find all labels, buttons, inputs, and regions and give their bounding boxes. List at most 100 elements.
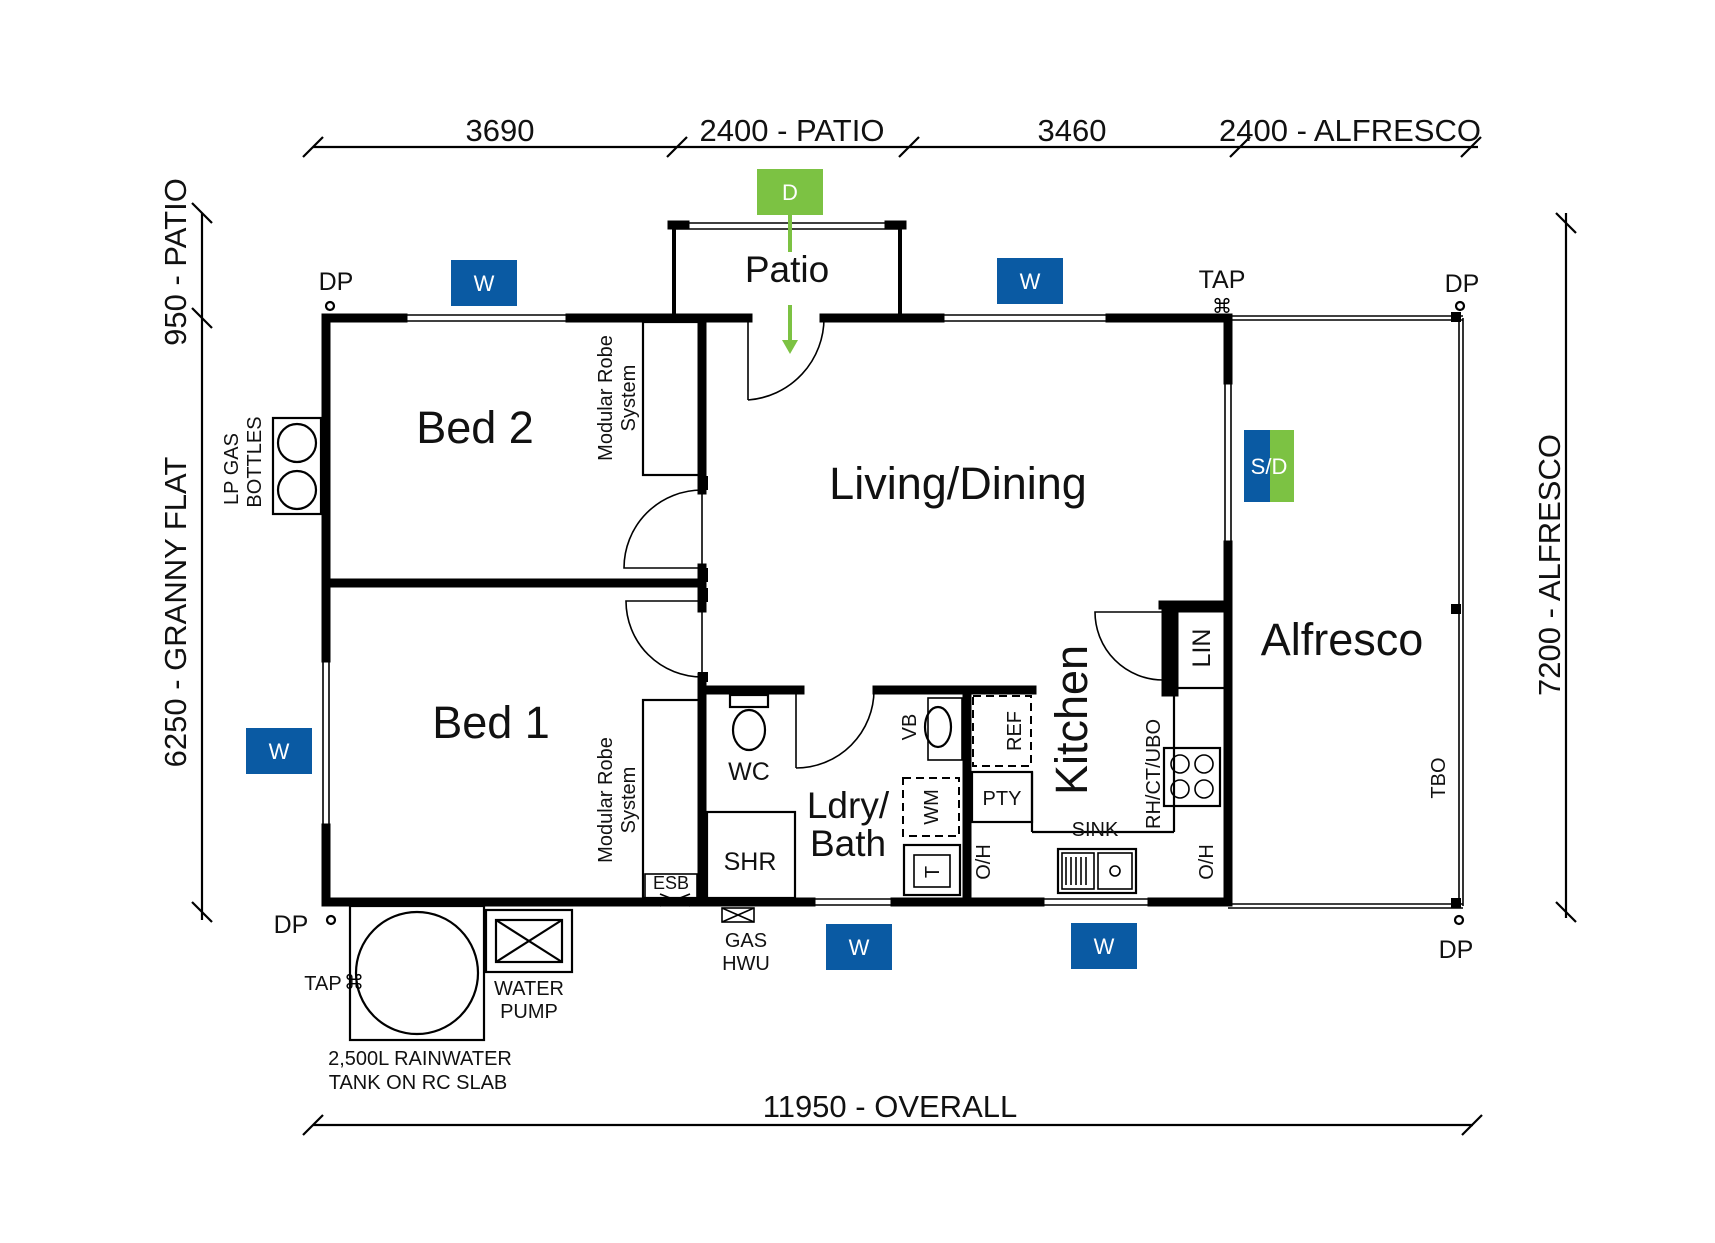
window-tag: W (997, 258, 1063, 304)
dim-granny-flat-depth: 6250 - GRANNY FLAT (158, 457, 193, 768)
lp-gas-label-line2: BOTTLES (244, 416, 266, 507)
door-stubs (698, 476, 708, 682)
pantry (970, 692, 1176, 834)
window-tag: W (1071, 923, 1137, 969)
water-pump (484, 908, 574, 974)
esb-box (644, 873, 698, 907)
top-dimension-line (302, 136, 1482, 158)
patio-label: Patio (745, 249, 829, 290)
bed2-label: Bed 2 (416, 402, 534, 453)
tbo-label: TBO (1428, 757, 1450, 798)
dp-label-top-right: DP (1445, 270, 1480, 298)
sink-label: SINK (1072, 819, 1119, 841)
svg-text:S/D: S/D (1251, 454, 1288, 479)
patio-structure (667, 220, 907, 318)
gas-hwu-label-line1: GAS (725, 930, 767, 952)
vb-label: VB (899, 714, 921, 741)
rainwater-tank (348, 904, 486, 1042)
bed2-door-swing (623, 489, 703, 569)
wm-label: WM (921, 789, 943, 825)
kitchen-label: Kitchen (1046, 645, 1097, 795)
entry-door-tag: D (757, 169, 823, 215)
window-tag: W (246, 728, 312, 774)
dim-alfresco-depth: 7200 - ALFRESCO (1532, 434, 1567, 696)
linen-door-swing (1094, 611, 1164, 681)
tank-label-line1: 2,500L RAINWATER (328, 1048, 512, 1070)
svg-text:W: W (269, 739, 290, 764)
living-dining-label: Living/Dining (829, 458, 1087, 509)
window-tag: W (826, 924, 892, 970)
left-dimension-line (191, 202, 213, 923)
pump-label-line1: WATER (494, 978, 564, 1000)
bed2-robe (641, 320, 701, 477)
window-tag: W (451, 260, 517, 306)
wc-label: WC (728, 758, 770, 786)
rh-label: RH/CT/UBO (1143, 719, 1165, 829)
tub-label: T (922, 866, 944, 878)
gas-hwu-label-line2: HWU (722, 953, 770, 975)
oh-label-right: O/H (1196, 844, 1218, 880)
bed1-label: Bed 1 (432, 697, 550, 748)
pty-label: PTY (983, 788, 1022, 810)
cooktop (1162, 746, 1222, 808)
lp-gas-label-line1: LP GAS (221, 433, 243, 505)
dim-overall-width: 11950 - OVERALL (763, 1089, 1017, 1124)
tank-label-line2: TANK ON RC SLAB (329, 1072, 508, 1094)
entry-door-swing (747, 317, 825, 401)
svg-text:W: W (1020, 269, 1041, 294)
lp-gas-bottles (271, 416, 323, 516)
ldry-label-line2: Bath (810, 823, 886, 864)
svg-text:⌘: ⌘ (344, 970, 364, 994)
oh-label-left: O/H (973, 844, 995, 880)
dim-patio-width: 2400 - PATIO (700, 113, 885, 148)
bed1-robe-label-line2: System (618, 767, 640, 834)
bed2-robe-label-line2: System (618, 365, 640, 432)
bed1-robe-label-line1: Modular Robe (595, 737, 617, 863)
alfresco-outline (1228, 312, 1464, 909)
window-frames (322, 314, 1232, 906)
dim-bed-width: 3690 (466, 113, 535, 148)
gas-hwu (721, 907, 755, 923)
bottom-dimension-line (302, 1114, 1483, 1136)
dp-label-top-left: DP (319, 268, 354, 296)
dim-patio-depth: 950 - PATIO (158, 178, 193, 346)
shr-label: SHR (724, 848, 777, 876)
dim-living-width: 3460 (1038, 113, 1107, 148)
tap-icon: ⌘ (1212, 294, 1232, 318)
alfresco-label: Alfresco (1261, 614, 1424, 665)
kitchen-sink (1056, 847, 1138, 895)
pump-label-line2: PUMP (500, 1001, 558, 1023)
svg-text:W: W (1094, 934, 1115, 959)
sliding-door-tag: S/D (1244, 430, 1294, 502)
shower (705, 810, 797, 900)
washing-machine (902, 777, 960, 837)
tap-label-bottom: TAP (304, 973, 341, 995)
bed1-robe (641, 698, 701, 900)
ref-label: REF (1004, 711, 1026, 751)
right-dimension-line (1555, 212, 1577, 923)
esb-label: ESB (653, 873, 689, 893)
downpipe-markers (324, 300, 1466, 926)
dp-label-bottom-right: DP (1439, 936, 1474, 964)
tap-label-top: TAP (1199, 266, 1246, 294)
svg-text:W: W (849, 935, 870, 960)
tap-icon: ⌘ (344, 970, 364, 994)
lin-label: LIN (1188, 629, 1216, 668)
bath-door-swing (795, 689, 875, 769)
entry-arrow-icon (782, 215, 798, 354)
linen-cupboard (1158, 600, 1233, 697)
svg-text:D: D (782, 180, 798, 205)
bed2-robe-label-line1: Modular Robe (595, 335, 617, 461)
ldry-label-line1: Ldry/ (807, 785, 890, 826)
laundry-tub (902, 843, 962, 897)
bed1-door-swing (625, 600, 703, 678)
interior-walls (321, 313, 1233, 907)
toilet (728, 693, 770, 752)
dim-alfresco-width: 2400 - ALFRESCO (1219, 113, 1481, 148)
svg-text:⌘: ⌘ (1212, 294, 1232, 318)
dp-label-bottom-left: DP (274, 911, 309, 939)
vanity-basin (923, 697, 963, 761)
svg-text:W: W (474, 271, 495, 296)
fridge (972, 695, 1032, 767)
